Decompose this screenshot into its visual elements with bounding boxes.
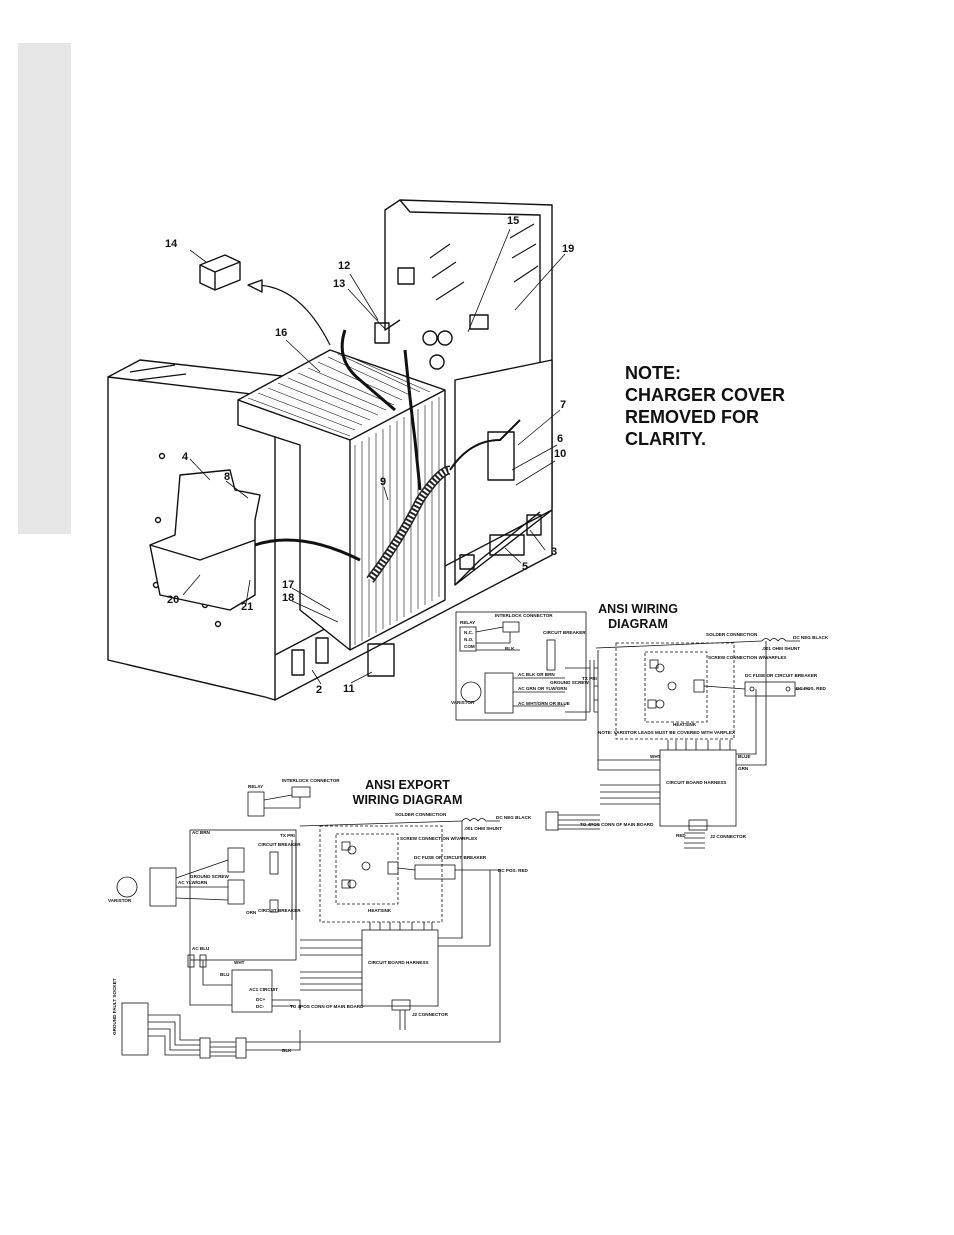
callout-12: 12 [338, 260, 351, 272]
export-heatsink-label: HEATSINK [368, 908, 392, 913]
export-breaker-label: CIRCUIT BREAKER [258, 842, 301, 847]
ansi-nc-label: N.C. [464, 630, 474, 635]
ansi-to4pos-label: TO 4POS CONN OF MAIN BOARD [580, 822, 654, 827]
ansi-relay-label: RELAY [460, 620, 476, 625]
ansi-diagram-title: ANSI WIRING DIAGRAM [598, 602, 678, 631]
export-wht-label: WHT [234, 960, 245, 965]
export-interlock-label: INTERLOCK CONNECTOR [282, 778, 340, 783]
ansi-blk-label: BLK [505, 646, 515, 651]
ansi-dcneg-label: DC NEG BLACK [793, 635, 829, 640]
export-relay-label: RELAY [248, 784, 264, 789]
callout-9: 9 [380, 476, 387, 488]
ansi-txpri-label: TX PRI [582, 676, 597, 681]
callout-3: 3 [551, 546, 558, 558]
callout-19: 19 [562, 243, 575, 255]
export-breaker2-label: CIRCUIT BREAKER [258, 908, 301, 913]
ansi-breaker-label: CIRCUIT BREAKER [543, 630, 586, 635]
callout-4: 4 [182, 451, 189, 463]
export-solder-label: SOLDER CONNECTION [395, 812, 447, 817]
callout-2: 2 [316, 684, 323, 696]
ansi-screwconn-label: SCREW CONNECTION W/WARFLEX [708, 655, 787, 660]
callout-16: 16 [275, 327, 288, 339]
export-blu-label: BLU [220, 972, 230, 977]
export-dcplus-label: DC+ [256, 997, 266, 1002]
export-dcneg-label: DC NEG BLACK [496, 815, 532, 820]
callout-14: 14 [165, 238, 178, 250]
export-dcfuse-label: DC FUSE OR CIRCUIT BREAKER [414, 855, 487, 860]
export-screwconn-label: SCREW CONNECTION W/VARFLEX [400, 836, 478, 841]
charger-cover-note: NOTE: CHARGER COVER REMOVED FOR CLARITY. [625, 363, 786, 449]
export-acbrn-label: AC BRN [192, 830, 210, 835]
export-j2-label: J2 CONNECTOR [412, 1012, 448, 1017]
callout-13: 13 [333, 278, 346, 290]
ansi-acwht-label: AC WHT/ORN OR BLUE [518, 701, 570, 706]
callout-5: 5 [522, 561, 529, 573]
callout-6: 6 [557, 433, 564, 445]
ansi-interlock-label: INTERLOCK CONNECTOR [495, 613, 553, 618]
export-acylw-label: AC YLW/GRN [178, 880, 208, 885]
export-diagram-title: ANSI EXPORT WIRING DIAGRAM [352, 778, 463, 807]
export-blk-label: BLK [282, 1048, 292, 1053]
export-socket-label: GROUND FAULT SOCKET [112, 978, 117, 1035]
ansi-red-label: RED [676, 833, 686, 838]
callout-8: 8 [224, 471, 231, 483]
ansi-harness-label: CIRCUIT BOARD HARNESS [666, 780, 727, 785]
callout-11: 11 [343, 683, 355, 695]
ansi-acblk-label: AC BLK OR BRN [518, 672, 555, 677]
ansi-varistor-label: VARISTOR [451, 700, 475, 705]
export-orn-label: ORN [246, 910, 257, 915]
ansi-wht-label: WHT [650, 754, 661, 759]
export-acblu-label: AC BLU [192, 946, 210, 951]
callout-21: 21 [241, 601, 254, 613]
ansi-solder-label: SOLDER CONNECTION [706, 632, 758, 637]
export-txpri-label: TX PRI [280, 833, 295, 838]
ansi-j2-label: J2 CONNECTOR [710, 834, 746, 839]
export-dcminus-label: DC- [256, 1004, 265, 1009]
callout-7: 7 [560, 399, 567, 411]
callout-10: 10 [554, 448, 567, 460]
callout-20: 20 [167, 594, 180, 606]
ansi-ground-label: GROUND SCREW [550, 680, 589, 685]
callout-18: 18 [282, 592, 295, 604]
ansi-acgrn-label: AC GRN OR YLW/GRN [518, 686, 567, 691]
side-tab-strip [18, 43, 71, 534]
ansi-com-label: COM [464, 644, 475, 649]
ansi-blue-label: BLUE [738, 754, 751, 759]
export-dcpos-label: DC POS. RED [498, 868, 528, 873]
ansi-varistor-note: NOTE: VARISTOR LEADS MUST BE COVERED WIT… [598, 730, 736, 735]
callout-17: 17 [282, 579, 295, 591]
export-to4pos-label: TO 4POS CONN OF MAIN BOARD [290, 1004, 364, 1009]
ansi-heatsink-label: HEATSINK [673, 722, 697, 727]
ansi-no-label: N.O. [464, 637, 474, 642]
export-ground-label: GROUND SCREW [190, 874, 229, 879]
ansi-dcpos-label: DC POS. RED [796, 686, 826, 691]
ansi-dcfuse-label: DC FUSE OR CIRCUIT BREAKER [745, 673, 818, 678]
ansi-shunt-label: .001 OHM SHUNT [762, 646, 801, 651]
ansi-grn-label: GRN [738, 766, 749, 771]
export-ac1-label: AC1 CIRCUIT [249, 987, 279, 992]
callout-15: 15 [507, 215, 520, 227]
export-shunt-label: .001 OHM SHUNT [464, 826, 503, 831]
export-varistor-label: VARISTOR [108, 898, 132, 903]
export-harness-label: CIRCUIT BOARD HARNESS [368, 960, 429, 965]
